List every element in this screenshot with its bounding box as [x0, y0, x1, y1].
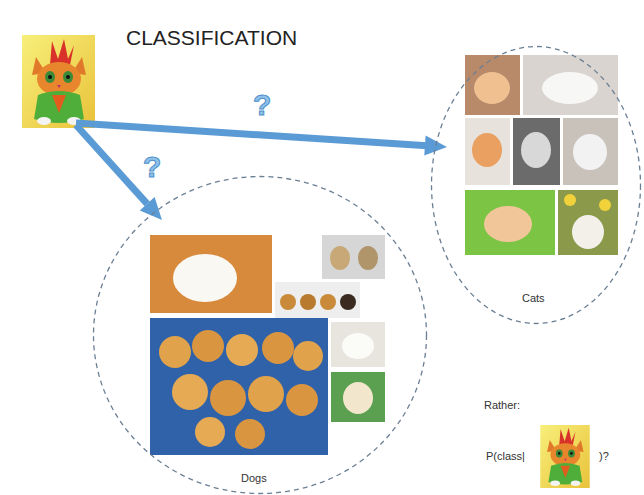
dog — [340, 294, 356, 310]
photo — [322, 235, 385, 279]
query-cat-image — [22, 35, 590, 488]
question-mark: ? — [143, 150, 161, 185]
photo — [465, 190, 555, 255]
cat — [542, 72, 598, 104]
dogs-region: Dogs — [92, 175, 428, 495]
photo — [465, 118, 510, 185]
dog — [358, 246, 378, 270]
dog — [159, 336, 191, 368]
photo — [275, 282, 360, 318]
region-outline — [92, 175, 428, 495]
dog — [195, 417, 225, 447]
dog — [342, 333, 374, 359]
dog — [248, 376, 284, 412]
dog — [235, 419, 265, 449]
dog — [210, 380, 246, 416]
region-outline — [430, 45, 642, 325]
dog — [262, 332, 294, 364]
dog — [280, 294, 296, 310]
cat-photos — [465, 55, 618, 255]
cat — [573, 134, 607, 170]
photo — [558, 190, 618, 255]
cat — [572, 215, 604, 249]
dog — [300, 294, 316, 310]
arrow-shaft — [76, 125, 147, 204]
formula-text: P(class| — [486, 450, 525, 463]
dog — [330, 246, 350, 270]
dog — [293, 341, 323, 371]
photo — [465, 55, 520, 115]
dog — [192, 330, 224, 362]
photo — [563, 118, 618, 185]
note-text: Rather: — [484, 399, 520, 412]
cats-region: Cats — [430, 45, 642, 325]
photo — [523, 55, 618, 115]
dashed-ellipse — [432, 47, 641, 324]
photo — [331, 372, 385, 422]
question-mark: ? — [253, 88, 271, 123]
arrow-shaft — [76, 123, 427, 146]
dog-photos — [150, 235, 385, 455]
dog — [173, 254, 237, 302]
region-label: Cats — [522, 292, 545, 305]
dog — [320, 294, 336, 310]
cat — [484, 206, 532, 242]
dog — [343, 382, 373, 414]
flower — [599, 199, 611, 211]
dashed-ellipse — [94, 177, 427, 494]
photo — [150, 235, 272, 313]
formula-text: )? — [599, 450, 609, 463]
cat — [521, 132, 551, 168]
dog — [172, 374, 208, 410]
title: CLASSIFICATION — [126, 26, 297, 50]
photo — [331, 322, 385, 367]
query-cat — [22, 35, 95, 128]
flower — [564, 194, 576, 206]
region-label: Dogs — [241, 472, 267, 485]
blue-arrows — [76, 123, 447, 220]
photo — [150, 318, 328, 455]
cat — [474, 72, 510, 104]
arrow-head — [424, 136, 447, 156]
dog — [286, 384, 318, 416]
dog — [226, 334, 258, 366]
cat — [472, 133, 502, 167]
photo — [513, 118, 560, 185]
query-cat-small — [540, 425, 589, 488]
